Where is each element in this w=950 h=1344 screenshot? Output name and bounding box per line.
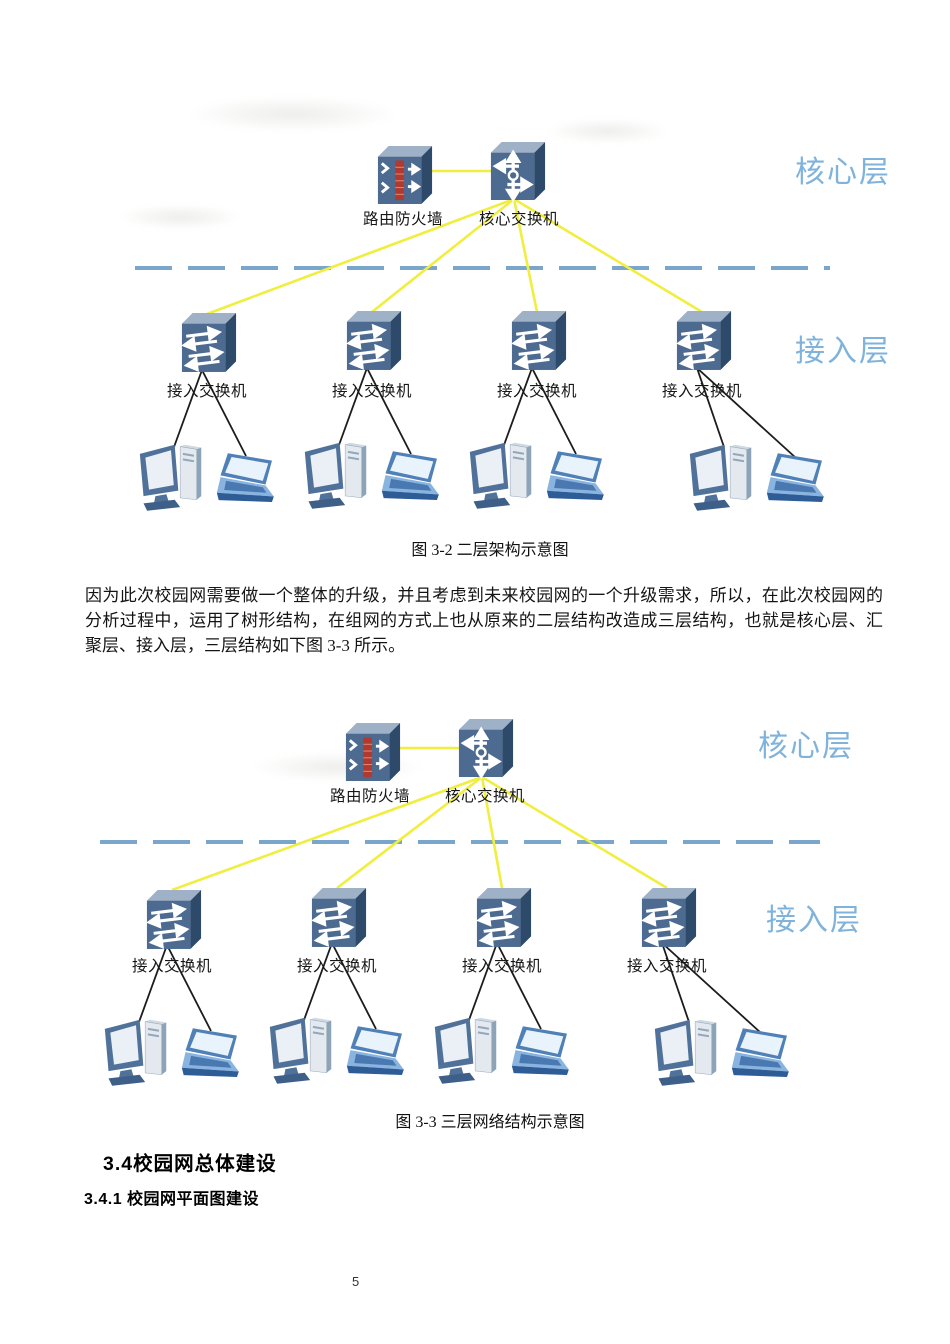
access-switch-icon (145, 888, 203, 951)
access-switch-icon (345, 309, 403, 372)
access-layer-label: 接入层 (766, 904, 862, 937)
access-switch-icon (640, 886, 698, 949)
core-switch-icon (457, 717, 515, 779)
core-switch-label: 核心交换机 (478, 211, 560, 228)
laptop-icon (381, 451, 439, 500)
access-switch-label: 接入交换机 (296, 958, 378, 975)
desktop-pc-icon (433, 1016, 498, 1084)
laptop-icon (511, 1026, 569, 1075)
router-firewall-label: 路由防火墙 (329, 788, 411, 805)
figure-3-2-canvas (135, 140, 830, 511)
access-switch-icon (510, 309, 568, 372)
pc-link-lines (173, 367, 797, 459)
laptop-icon (216, 453, 274, 502)
access-switch-label: 接入交换机 (626, 958, 708, 975)
access-switch-icon (475, 886, 533, 949)
figure-3-2-network-diagram: 路由防火墙 核心交换机 接入交换机 接入交换机 接入交换机 接入交换机 核心层 … (85, 113, 889, 543)
core-layer-label: 核心层 (758, 730, 854, 763)
access-switch-label: 接入交换机 (131, 958, 213, 975)
core-switch-label: 核心交换机 (444, 788, 526, 805)
router-firewall-icon (344, 721, 402, 783)
pc-link-lines (138, 942, 762, 1034)
desktop-pc-icon (303, 441, 368, 509)
figure-3-2-caption: 图 3-2 二层架构示意图 (411, 542, 569, 559)
desktop-pc-icon (268, 1016, 333, 1084)
access-switch-label: 接入交换机 (461, 958, 543, 975)
access-switch-icon (310, 886, 368, 949)
access-switch-icon (180, 311, 238, 374)
page-number: 5 (352, 1274, 360, 1289)
access-switch-label: 接入交换机 (496, 383, 578, 400)
core-switch-icon (489, 140, 547, 202)
desktop-pc-icon (468, 441, 533, 509)
desktop-pc-icon (688, 443, 753, 511)
access-switch-label: 接入交换机 (661, 383, 743, 400)
subsection-heading: 3.4.1 校园网平面图建设 (84, 1191, 260, 1208)
laptop-icon (181, 1028, 239, 1077)
access-switch-label: 接入交换机 (331, 383, 413, 400)
figure-3-3-canvas (100, 717, 820, 1086)
laptop-icon (731, 1028, 789, 1077)
access-layer-label: 接入层 (795, 335, 891, 368)
laptop-icon (346, 1026, 404, 1075)
router-firewall-icon (376, 144, 434, 206)
figure-3-3-caption: 图 3-3 三层网络结构示意图 (395, 1114, 585, 1131)
body-paragraph: 因为此次校园网需要做一个整体的升级，并且考虑到未来校园网的一个升级需求，所以，在… (85, 586, 883, 655)
access-switch-icon (675, 309, 733, 372)
uplink-lines (171, 746, 668, 892)
section-heading: 3.4校园网总体建设 (103, 1153, 277, 1175)
desktop-pc-icon (653, 1018, 718, 1086)
laptop-icon (546, 451, 604, 500)
access-switch-label: 接入交换机 (166, 383, 248, 400)
desktop-pc-icon (103, 1018, 168, 1086)
router-firewall-label: 路由防火墙 (362, 211, 444, 228)
figure-3-3-network-diagram: 路由防火墙 核心交换机 接入交换机 接入交换机 接入交换机 接入交换机 核心层 … (85, 690, 885, 1102)
core-layer-label: 核心层 (795, 156, 891, 189)
laptop-icon (766, 453, 824, 502)
uplink-lines (206, 169, 703, 316)
desktop-pc-icon (138, 443, 203, 511)
